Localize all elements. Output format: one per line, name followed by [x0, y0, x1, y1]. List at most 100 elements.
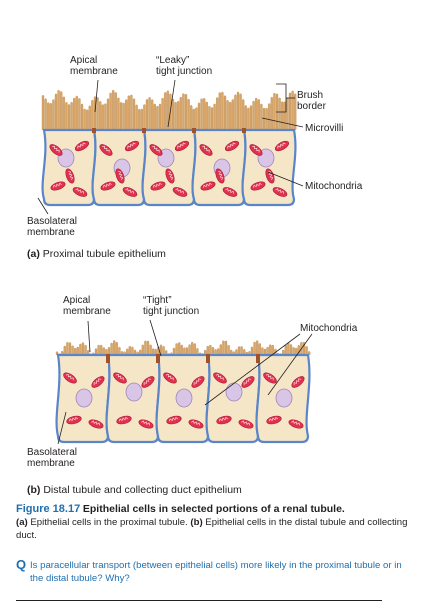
leader-tight: [149, 319, 162, 357]
microvillus: [96, 97, 99, 131]
microvillus: [218, 92, 221, 131]
nucleus: [225, 382, 243, 402]
microvillus: [250, 346, 254, 356]
epithelial-cell: [255, 353, 311, 444]
epithelial-cell: [41, 128, 97, 207]
label-tight-tight-junction: “Tight” tight junction: [143, 295, 200, 317]
microvillus: [110, 342, 113, 356]
label-microvilli: Microvilli: [305, 123, 344, 134]
microvillus: [197, 102, 201, 131]
microvillus: [146, 340, 150, 356]
microvillus: [106, 98, 110, 131]
mitochondrion: [265, 168, 275, 184]
microvillus: [135, 104, 138, 131]
mitochondrion: [165, 168, 175, 184]
microvillus: [99, 101, 102, 131]
epithelial-cell: [241, 128, 297, 207]
epithelial-cell: [141, 128, 197, 207]
microvillus: [60, 91, 63, 131]
mitochondrion: [88, 419, 104, 429]
nucleus: [175, 388, 193, 408]
microvillus: [164, 92, 167, 131]
microvillus: [70, 101, 73, 131]
microvillus: [305, 346, 308, 356]
mitochondrion: [116, 415, 132, 425]
microvillus: [128, 346, 131, 356]
question-text: Is paracellular transport (between epith…: [30, 560, 402, 584]
microvillus: [257, 99, 260, 131]
mitochondrion: [72, 187, 88, 197]
microvillus: [190, 105, 193, 131]
tight-junction: [106, 354, 110, 363]
microvillus: [118, 346, 121, 356]
microvillus: [205, 101, 208, 131]
label-brush-border: Brush border: [297, 90, 326, 112]
microvillus: [237, 346, 241, 356]
mitochondrion: [49, 144, 63, 156]
microvillus: [208, 106, 211, 131]
microvillus: [249, 105, 253, 131]
microvillus: [143, 104, 146, 131]
bottom-rule: [16, 600, 382, 601]
microvillus: [44, 98, 47, 131]
microvillus: [221, 91, 224, 131]
mitochondrion: [291, 376, 305, 388]
microvillus: [278, 97, 281, 131]
tight-junction: [192, 128, 196, 133]
microvillus: [132, 98, 136, 131]
microvillus: [62, 96, 65, 131]
leader-basolateral-b: [57, 411, 67, 445]
microvillus: [112, 89, 115, 131]
microvillus: [255, 97, 258, 131]
microvillus: [140, 108, 143, 131]
microvillus: [187, 98, 190, 131]
microvillus: [203, 98, 206, 131]
tight-junction: [242, 128, 246, 133]
microvillus: [80, 103, 84, 131]
mitochondrion: [138, 419, 154, 429]
epithelial-cell: [105, 353, 161, 444]
microvillus: [76, 346, 79, 356]
mitochondrion: [122, 187, 138, 197]
microvillus: [291, 90, 294, 131]
microvillus: [268, 103, 271, 131]
mitochondrion: [149, 144, 163, 156]
leader-leaky: [167, 79, 176, 128]
mitochondrion: [288, 419, 304, 429]
mitochondrion: [213, 372, 227, 384]
microvillus: [253, 341, 256, 356]
microvillus: [138, 109, 141, 131]
microvillus: [175, 343, 178, 356]
microvillus: [109, 92, 112, 131]
microvillus: [244, 105, 247, 131]
label-basolateral-membrane-b: Basolateral membrane: [27, 447, 78, 469]
microvillus: [247, 107, 250, 131]
microvillus: [287, 342, 290, 356]
microvillus: [63, 345, 66, 356]
microvillus: [258, 343, 261, 356]
microvillus: [67, 104, 71, 131]
leader-lines: [37, 79, 313, 445]
microvillus: [86, 109, 89, 131]
microvillus: [193, 343, 196, 356]
mitochondrion: [74, 140, 90, 152]
mitochondrion: [91, 376, 105, 388]
microvillus: [178, 342, 181, 356]
mitochondrion: [174, 140, 190, 152]
microvillus: [227, 344, 230, 356]
microvillus: [242, 99, 245, 131]
tight-junction: [142, 128, 146, 133]
microvillus: [81, 342, 85, 356]
microvillus: [236, 91, 240, 131]
microvillus: [222, 340, 225, 356]
mitochondrion: [266, 415, 282, 425]
microvillus: [174, 102, 177, 131]
microvillus: [184, 93, 188, 131]
label-mitochondria-a: Mitochondria: [305, 181, 363, 192]
microvillus: [145, 99, 149, 131]
microvillus: [102, 347, 105, 356]
microvillus: [162, 346, 165, 356]
microvillus: [144, 340, 147, 356]
mitochondrion: [272, 187, 288, 197]
microvillus: [224, 340, 228, 356]
